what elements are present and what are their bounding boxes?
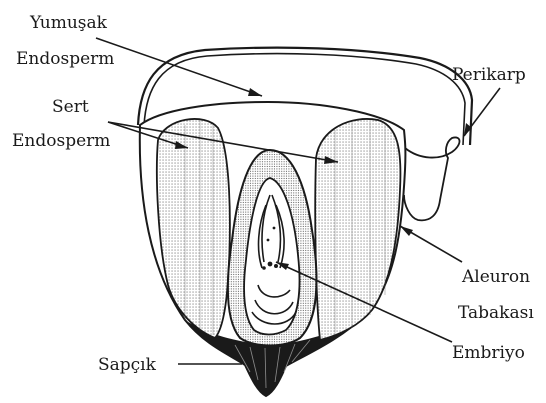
arrow-aleurone xyxy=(400,226,413,236)
label-soft-endosperm-2: Endosperm xyxy=(16,49,114,69)
label-soft-endosperm-1: Yumuşak xyxy=(29,13,108,33)
label-embryo: Embriyo xyxy=(452,343,525,363)
label-aleurone-2: Tabakası xyxy=(458,303,534,323)
label-hard-endosperm-1: Sert xyxy=(52,97,89,117)
label-pericarp: Perikarp xyxy=(452,65,526,85)
label-hard-endosperm-2: Endosperm xyxy=(12,131,110,151)
leader-soft-endosperm xyxy=(96,38,262,96)
arrow-soft-endosperm xyxy=(248,88,262,96)
hard-endosperm-right xyxy=(315,119,400,340)
label-aleurone-1: Aleuron xyxy=(461,267,530,287)
label-tip-cap: Sapçık xyxy=(98,355,157,375)
pericarp-flap xyxy=(404,137,460,220)
hard-endosperm-left xyxy=(157,119,230,338)
